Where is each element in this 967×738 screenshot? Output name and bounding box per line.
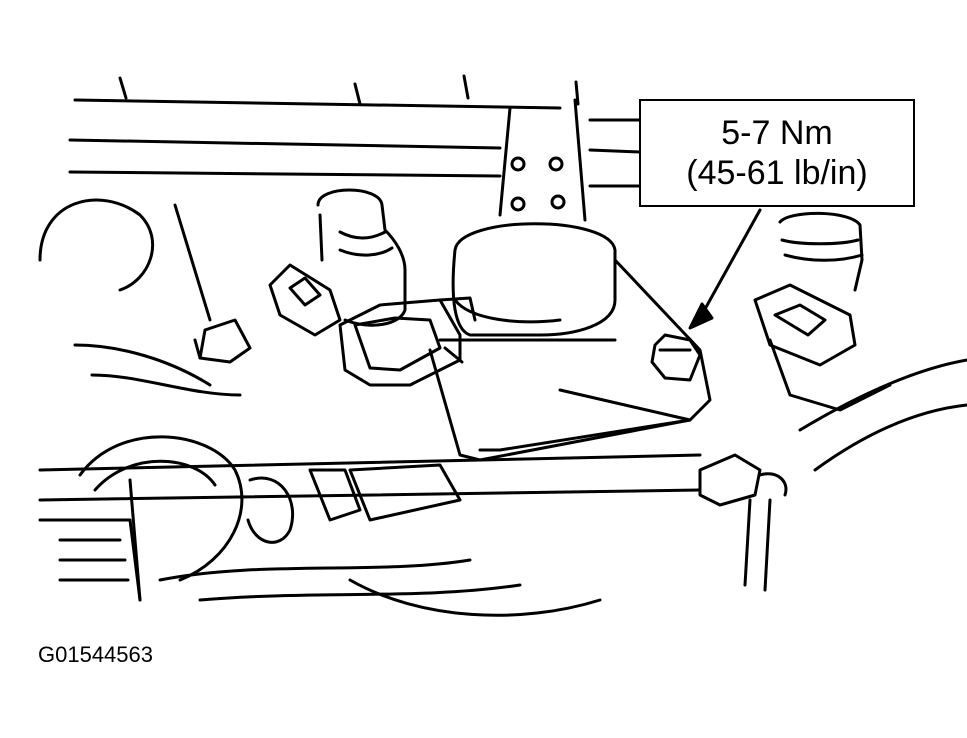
lower-hose [80,437,600,615]
torque-nm-label: 5-7 Nm [721,114,833,152]
torque-lb-in-label: (45-61 lb/in) [686,154,868,192]
right-hose [800,360,967,470]
left-cable-loop [40,200,240,395]
throttle-position-sensor [430,224,710,460]
callout-leader-arrow [690,210,760,328]
mounting-bracket [500,100,585,220]
sensor-connector [340,298,475,385]
right-connector [755,285,855,365]
right-injector [770,213,890,410]
left-bolt [175,205,250,362]
left-injector [318,190,405,325]
right-bolt [652,335,700,380]
lower-right-plug [700,455,786,590]
left-connector [270,265,340,335]
torque-callout: 5-7 Nm (45-61 lb/in) [639,99,915,207]
upper-rails [70,76,640,186]
lower-manifold [40,455,700,600]
figure-id-label: G01544563 [38,642,153,667]
